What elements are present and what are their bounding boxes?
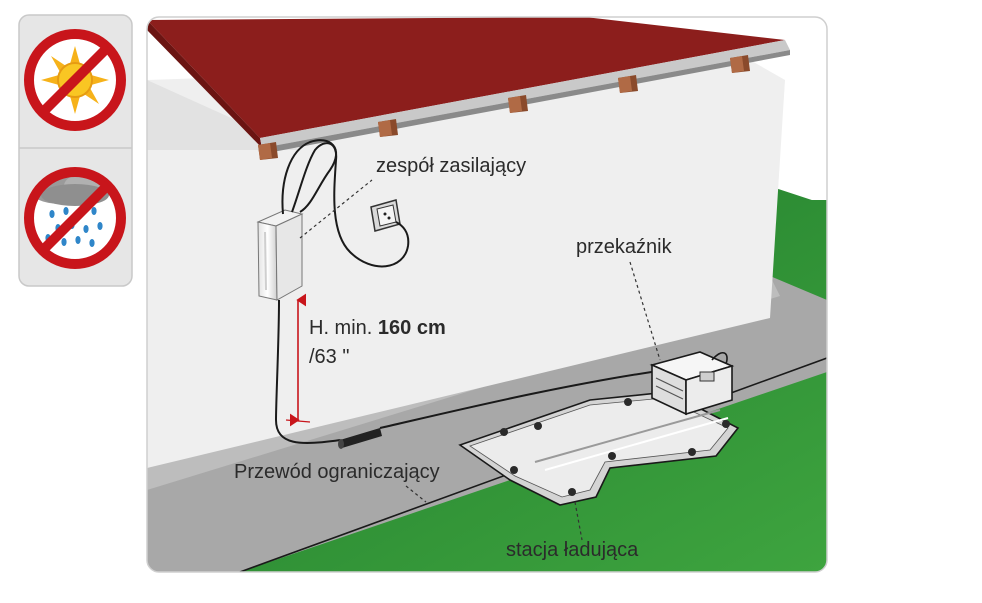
warning-panel bbox=[18, 14, 133, 287]
label-height-inches: /63 " bbox=[309, 346, 349, 368]
height-marker bbox=[285, 293, 311, 427]
label-height: H. min. 160 cm bbox=[309, 317, 446, 339]
scene: zespół zasilający przekaźnik H. min. 160… bbox=[147, 17, 827, 572]
power-unit bbox=[256, 209, 304, 301]
relay-box bbox=[649, 351, 735, 416]
house-wall bbox=[147, 60, 785, 468]
label-height-prefix: H. min. bbox=[309, 317, 378, 339]
wire-connector bbox=[338, 428, 382, 449]
label-relay: przekaźnik bbox=[576, 236, 673, 258]
label-boundary-wire: Przewód ograniczający bbox=[234, 461, 440, 483]
scene-frame bbox=[146, 16, 828, 573]
power-cables bbox=[274, 139, 666, 445]
roof bbox=[147, 17, 790, 160]
no-rain-icon bbox=[24, 167, 126, 269]
label-charging-station: stacja ładująca bbox=[506, 539, 639, 561]
label-height-value: 160 cm bbox=[378, 317, 446, 339]
label-power-unit: zespół zasilający bbox=[376, 155, 526, 177]
leader-lines bbox=[299, 179, 661, 541]
charging-station bbox=[458, 391, 740, 506]
no-sun-icon bbox=[24, 29, 126, 131]
